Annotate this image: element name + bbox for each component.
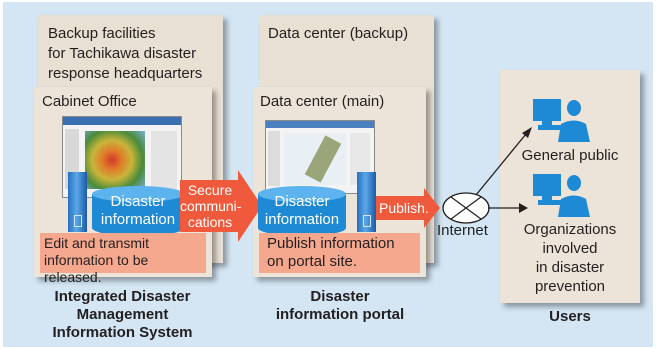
data-center-screenshot [265, 120, 375, 194]
system-caption-line1: Integrated Disaster [54, 288, 191, 305]
connection-line [475, 127, 532, 196]
portal-caption-line2: information portal [275, 306, 405, 323]
database-icon [258, 186, 346, 236]
database-label-line2: information [100, 211, 176, 228]
data-center-database: Disaster information [258, 191, 346, 235]
database-label-line1: Disaster [274, 193, 330, 210]
note-line2: on portal site. [267, 253, 358, 270]
server-icon [68, 172, 87, 232]
database-label-line1: Disaster [110, 193, 166, 210]
data-center-note: Publish information on portal site. [259, 233, 420, 273]
backup-facilities-line3: response headquarters [48, 65, 203, 82]
cabinet-office-database: Disaster information [92, 191, 184, 235]
organizations-line1: Organizations [523, 221, 617, 238]
system-caption-line3: Information System [52, 324, 193, 341]
system-caption-line2: Management [76, 306, 169, 323]
note-line1: Publish information [267, 235, 395, 252]
connection-line [488, 203, 528, 213]
cabinet-office-note: Edit and transmit information to be rele… [40, 233, 206, 285]
secure-label-line3: cations [187, 214, 233, 230]
organizations-label: Organizations involved in disaster preve… [504, 220, 636, 296]
portal-caption-line1: Disaster [310, 288, 370, 305]
backup-facilities-line2: for Tachikawa disaster [48, 45, 197, 62]
database-icon [92, 186, 184, 236]
secure-communications-label: Secure communi- cations [180, 182, 242, 230]
publish-arrow [376, 188, 440, 228]
secure-label-line2: communi- [180, 198, 242, 214]
note-line1: Edit and transmit [44, 235, 150, 251]
system-caption: Integrated Disaster Management Informati… [30, 288, 215, 342]
data-center-backup-title: Data center (backup) [268, 25, 409, 42]
server-icon [357, 172, 376, 232]
data-center-main-title: Data center (main) [260, 93, 385, 110]
internet-label: Internet [437, 222, 488, 239]
database-label-line2: information [264, 211, 340, 228]
secure-communications-arrow [180, 170, 262, 242]
portal-caption: Disaster information portal [250, 288, 430, 324]
internet-node-icon [442, 192, 490, 224]
secure-label-line1: Secure [187, 182, 233, 198]
publish-label: Publish. [379, 200, 429, 216]
backup-facilities-line1: Backup facilities [48, 25, 156, 42]
user-computer-icon [533, 99, 590, 142]
organizations-line3: in disaster [535, 259, 605, 276]
note-line2: information to be released. [44, 252, 149, 285]
organizations-line4: prevention [534, 278, 606, 295]
organizations-line2: involved [542, 240, 598, 257]
cabinet-office-title: Cabinet Office [42, 93, 137, 110]
users-caption: Users [549, 308, 591, 325]
general-public-label: General public [521, 147, 619, 164]
user-computer-icon [533, 174, 590, 217]
